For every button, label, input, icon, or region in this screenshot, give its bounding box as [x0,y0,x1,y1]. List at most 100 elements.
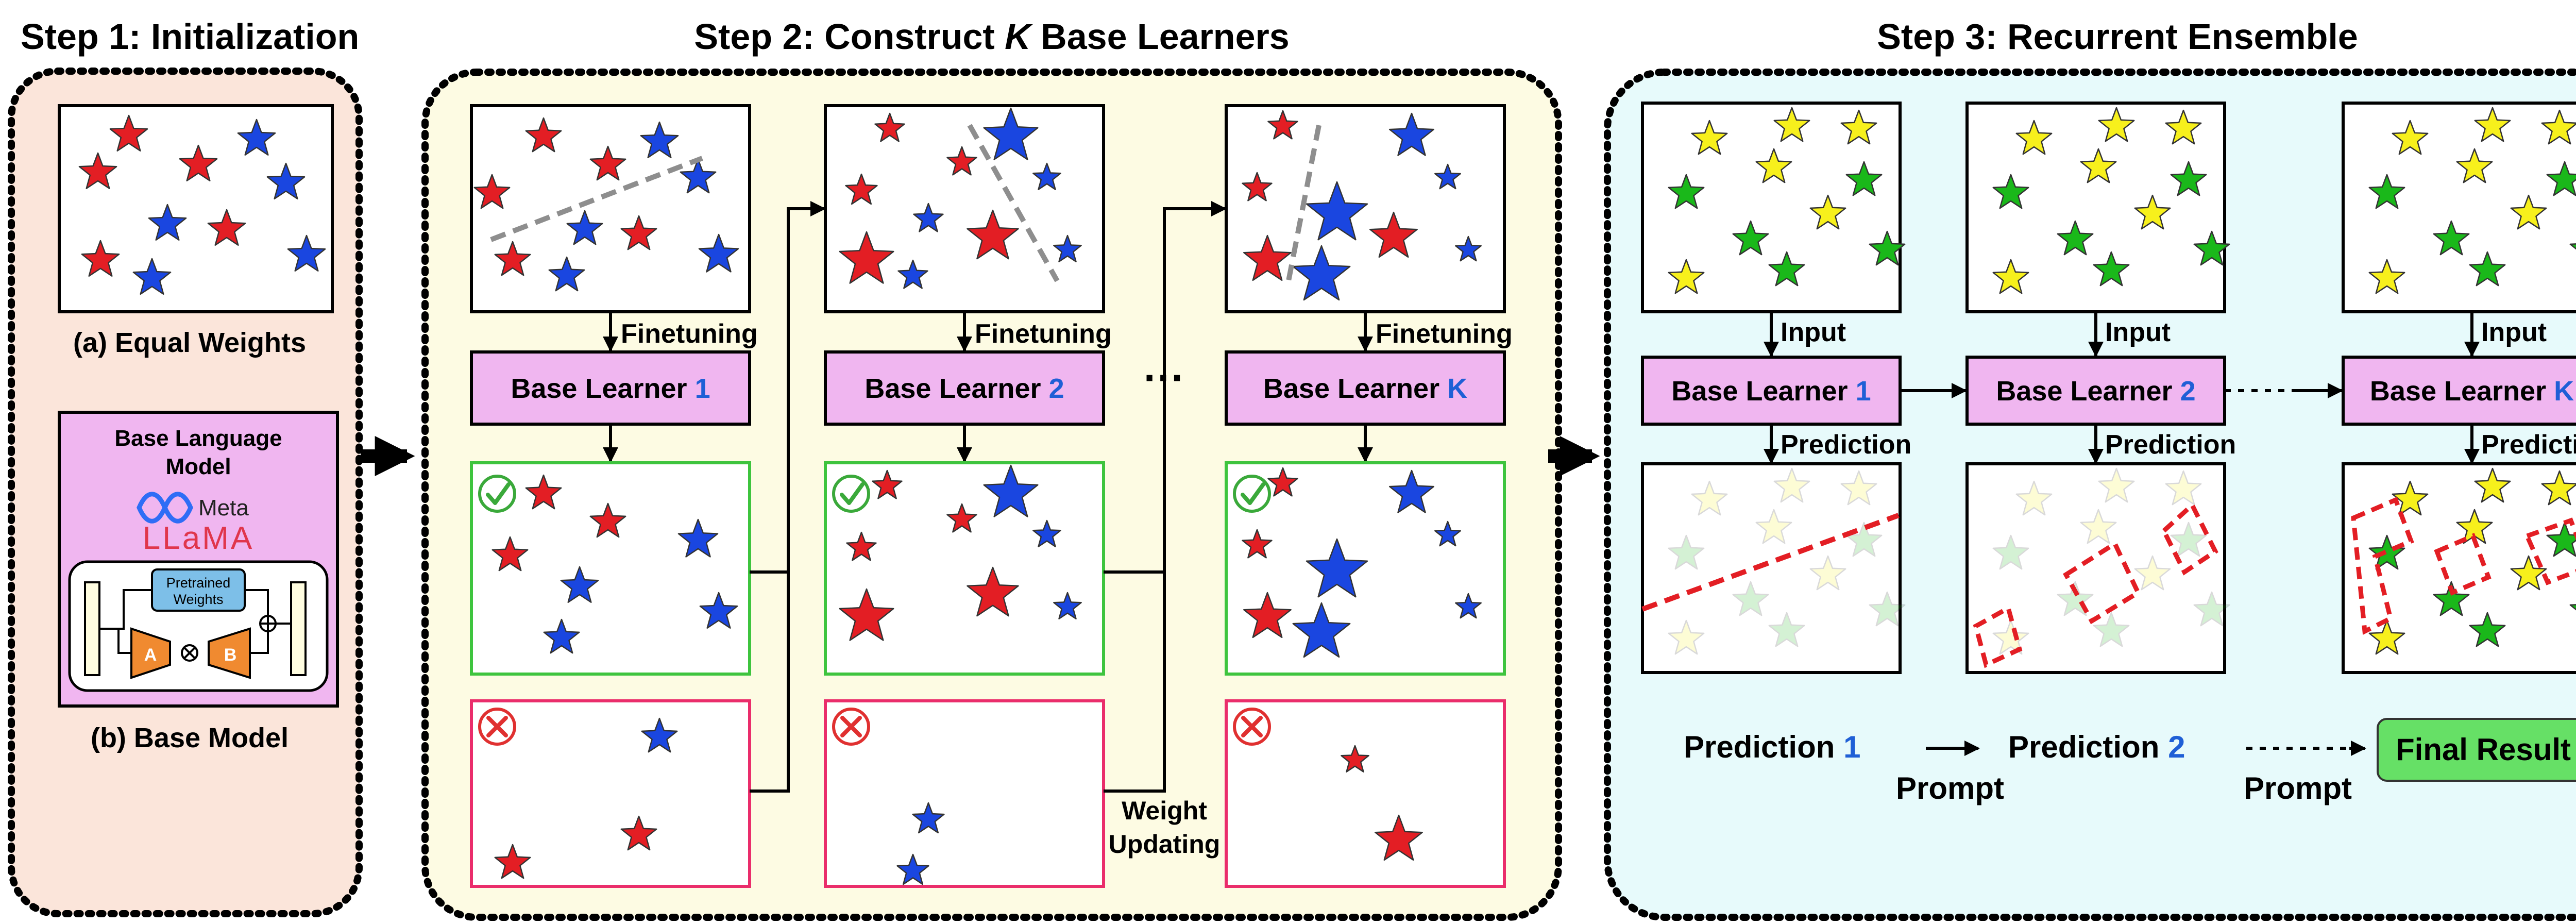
star-icon [1455,236,1482,262]
star-icon [2165,470,2202,506]
star-icon [2474,467,2511,503]
star-icon [1992,174,2029,209]
star-icon [1243,234,1292,281]
star-icon [2098,107,2135,142]
llama-label: LLaMA [143,520,254,556]
weight-update-connector-1 [750,201,826,574]
star-icon [2080,509,2117,544]
star-icon [1691,120,1728,155]
prediction-label: Prediction [1781,430,1911,460]
correct-samples-box-2 [824,461,1105,676]
lora-matrix-a-label: A [144,645,157,665]
star-icon [1434,163,1461,190]
star-icon [2015,120,2053,155]
cross-icon [478,708,516,746]
check-icon [832,475,870,513]
star-icon [846,531,877,561]
star-icon [1992,259,2029,294]
star-icon [81,240,120,277]
star-icon [525,117,562,153]
star-icon [1691,480,1728,516]
decision-boundary [967,124,1060,282]
star-icon [2057,220,2094,256]
prediction-box-2 [1965,462,2226,674]
ensemble-learner-1 [1641,356,1902,426]
star-icon [896,853,929,885]
star-icon [912,802,945,834]
base-model-title-line2: Model [165,454,231,479]
ensemble-learner-2 [1965,356,2226,426]
star-icon [2368,174,2405,209]
star-icon [560,566,599,603]
star-icon [839,231,894,284]
star-icon [2510,194,2547,230]
star-icon [620,215,657,250]
prediction-boundary-k [2351,497,2576,635]
star-icon [78,152,117,189]
prediction-boundary-2 [1973,501,2218,668]
star-icon [2098,467,2135,503]
star-icon [1840,109,1877,145]
base-learner-2-label: Base Learner 2 [865,373,1064,404]
prediction-box-1 [1641,462,1902,674]
star-icon [179,144,218,181]
star-icon [2368,619,2405,655]
star-icon [1306,538,1368,598]
base-learner-1-label: Base Learner 1 [511,373,710,404]
star-icon [589,145,626,181]
star-icon [1768,612,1805,647]
star-icon [946,146,977,176]
star-icon [2546,161,2576,196]
star-icon [983,464,1039,517]
star-icon [641,717,678,753]
star-icon [967,209,1019,260]
weight-update-connector-2b [1104,572,1166,793]
cross-icon [832,708,870,746]
star-icon [548,256,585,292]
prediction-boundary-1 [1641,513,1900,612]
star-icon [1032,519,1061,547]
star-icon [2080,148,2117,183]
star-icon [2170,522,2207,557]
star-icon [2546,522,2576,557]
star-icon [2368,259,2405,294]
distribution-box-1 [470,104,751,313]
star-icon [698,233,739,273]
star-icon [1869,230,1906,266]
star-icon [492,536,529,572]
star-icon [2569,604,2576,611]
star-icon [1773,467,1810,503]
star-icon [1992,534,2029,570]
lora-output-bar [290,581,307,676]
star-icon [494,241,531,276]
star-icon [1668,174,1705,209]
star-icon [2170,161,2207,196]
equal-weights-caption: (a) Equal Weights [73,327,306,358]
star-icon [1869,591,1906,627]
star-icon [1809,555,1846,591]
star-icon [2469,612,2506,647]
star-icon [839,588,894,641]
decision-boundary [1285,125,1321,284]
star-icon [266,162,306,199]
weight-updating-label-2: Updating [1109,830,1221,859]
star-icon [2193,230,2230,266]
prediction-label: Prediction [2105,430,2236,460]
star-icon [1434,520,1461,547]
star-icon [2392,120,2429,155]
distribution-box-3 [1225,104,1506,313]
star-icon [845,173,878,205]
ensemble-learner-2-label: Base Learner 2 [1996,376,2195,407]
star-icon [2474,107,2511,142]
cross-icon [1233,708,1271,746]
star-icon [2057,581,2094,616]
star-icon [1992,619,2029,655]
prompt-label-2: Prompt [2244,771,2352,805]
meta-label: Meta [198,495,249,520]
star-icon [2541,109,2576,145]
weight-update-connector-2 [1104,201,1227,574]
star-icon [1845,161,1883,196]
star-icon [2193,591,2230,627]
star-icon [1668,534,1705,570]
star-icon [566,210,603,245]
